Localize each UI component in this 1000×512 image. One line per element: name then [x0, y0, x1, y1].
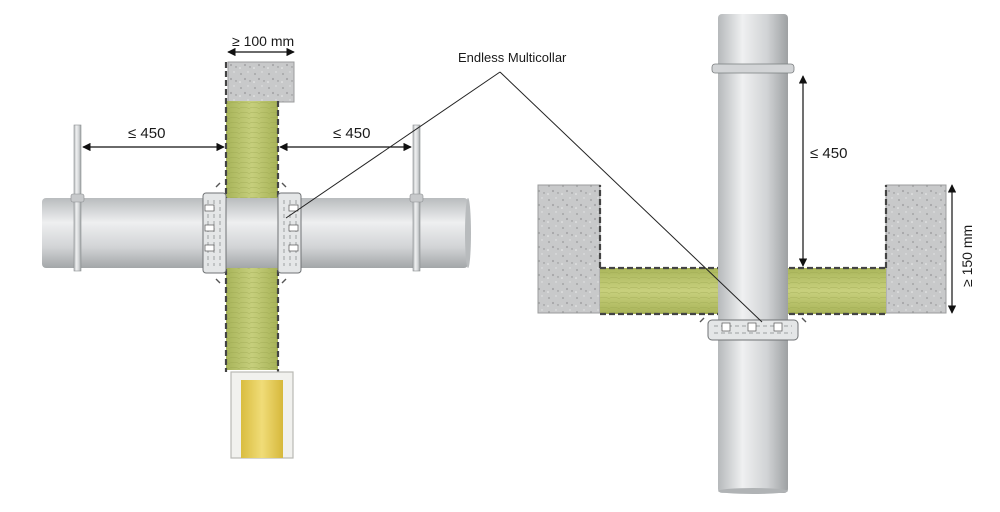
floor-detail: ≤ 450 ≥ 150 mm [537, 14, 975, 494]
vertical-spacing-label: ≤ 450 [810, 145, 847, 162]
vertical-pipe [718, 14, 788, 493]
callout: Endless Multicollar [285, 50, 763, 323]
wall-concrete-cap [227, 61, 295, 103]
wall-thickness-label: ≥ 100 mm [232, 33, 294, 49]
left-spacing-label: ≤ 450 [128, 125, 165, 142]
multicollar-left [202, 192, 227, 274]
pipe-clamp [711, 63, 795, 74]
multicollar-floor [707, 319, 799, 341]
floor-concrete-right [885, 184, 947, 314]
right-spacing-label: ≤ 450 [333, 125, 370, 142]
floor-concrete-left [537, 184, 601, 314]
horizontal-pipe [42, 198, 468, 268]
callout-leader-right [499, 71, 763, 323]
multicollar-right [277, 192, 302, 274]
callout-leader-left [285, 71, 501, 219]
floor-thickness-label: ≥ 150 mm [959, 225, 975, 287]
wall-stud-core [241, 380, 283, 458]
callout-label: Endless Multicollar [458, 50, 567, 65]
wall-detail: ≥ 100 mm ≤ 450 ≤ 450 [42, 33, 471, 459]
